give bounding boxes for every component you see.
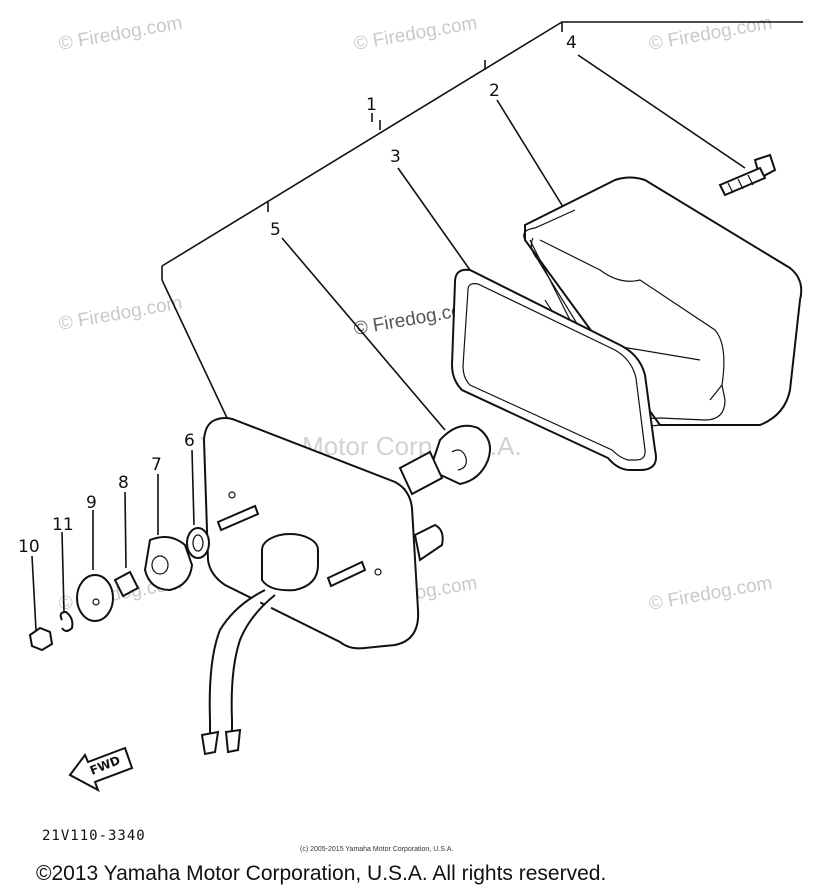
watermark: © Firedog.com bbox=[57, 293, 184, 335]
forward-direction-indicator: FWD bbox=[68, 746, 134, 793]
watermark: © Firedog.com bbox=[57, 13, 184, 55]
watermark: © Firedog.com bbox=[647, 13, 774, 55]
part-nut bbox=[28, 626, 54, 652]
part-screw bbox=[718, 153, 777, 197]
part-grommet bbox=[143, 535, 194, 592]
callout-1: 1 bbox=[366, 95, 377, 115]
part-washer bbox=[186, 527, 210, 559]
callout-6: 6 bbox=[184, 431, 195, 451]
callout-10: 10 bbox=[18, 537, 40, 557]
part-collar bbox=[113, 570, 140, 598]
callout-5: 5 bbox=[270, 220, 281, 240]
copyright-notice: ©2013 Yamaha Motor Corporation, U.S.A. A… bbox=[36, 862, 606, 885]
callout-4: 4 bbox=[566, 33, 577, 53]
part-code: 21V110-3340 bbox=[42, 828, 146, 844]
part-lock-washer bbox=[59, 610, 74, 632]
callout-3: 3 bbox=[390, 147, 401, 167]
small-copyright: (c) 2005-2015 Yamaha Motor Corporation, … bbox=[300, 846, 453, 853]
callout-8: 8 bbox=[118, 473, 129, 493]
part-bulb bbox=[398, 424, 491, 497]
watermark: © Firedog.com bbox=[647, 573, 774, 615]
leader-lines bbox=[31, 21, 803, 631]
callout-9: 9 bbox=[86, 493, 97, 513]
watermark: © Firedog.com bbox=[352, 13, 479, 55]
callout-7: 7 bbox=[151, 455, 162, 475]
part-lens-housing bbox=[523, 176, 803, 427]
callout-2: 2 bbox=[489, 81, 500, 101]
callout-11: 11 bbox=[52, 515, 74, 535]
part-plate-washer bbox=[76, 574, 114, 622]
part-base-plate bbox=[200, 417, 444, 756]
callout-numbers: 4 2 1 3 5 6 7 8 9 11 10 bbox=[18, 33, 577, 557]
part-gasket bbox=[450, 268, 657, 471]
